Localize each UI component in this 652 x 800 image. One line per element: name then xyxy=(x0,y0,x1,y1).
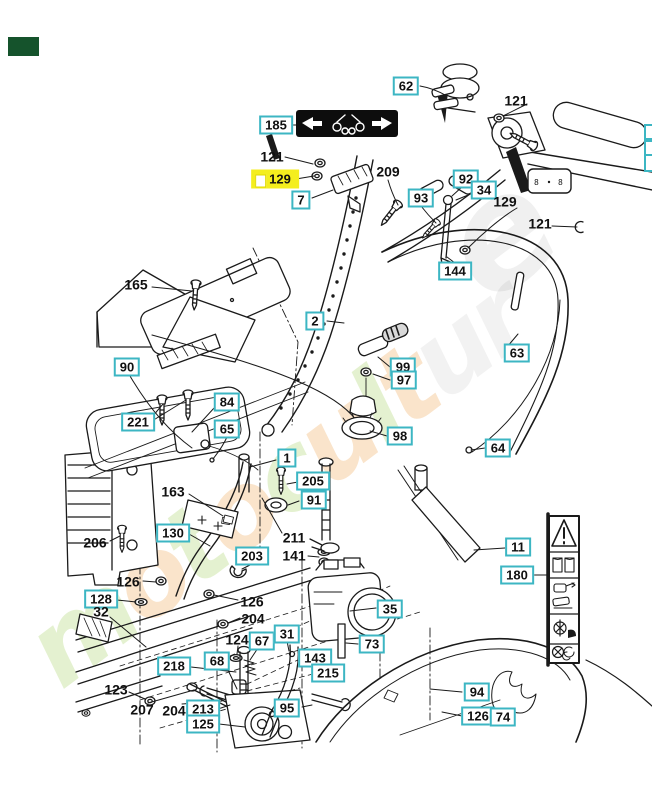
carburetor xyxy=(307,538,397,659)
clip-203 xyxy=(229,565,247,579)
chassis-rails xyxy=(75,567,313,713)
ignition-group xyxy=(116,389,259,553)
part-label-11: 11 xyxy=(505,537,531,557)
handlebar-and-cables xyxy=(381,169,569,455)
part-label-32: 32 xyxy=(93,603,109,620)
throttle-control xyxy=(431,63,480,113)
part-label-91: 91 xyxy=(300,490,328,510)
part-label-123: 123 xyxy=(104,681,128,698)
part-label-65: 65 xyxy=(213,419,241,439)
cable-clamp xyxy=(311,158,443,242)
part-label-97: 97 xyxy=(390,370,418,390)
part-label-204: 204 xyxy=(162,702,186,719)
part-label-128: 128 xyxy=(84,589,118,609)
frame-tray xyxy=(84,381,309,479)
part-label-203: 203 xyxy=(235,546,269,566)
part-label-206: 206 xyxy=(83,534,107,551)
machine-controls-icon xyxy=(552,582,576,609)
part-label-129: 129 xyxy=(493,193,517,210)
handlebar-stem xyxy=(261,155,374,437)
part-label-126: 126 xyxy=(240,593,264,610)
part-label-121: 121 xyxy=(504,92,528,109)
bolt-218 xyxy=(239,651,249,697)
part-label-144: 144 xyxy=(438,261,472,281)
part-label-211: 211 xyxy=(282,529,306,546)
rotating-tines-icon xyxy=(551,645,575,661)
part-label-35: 35 xyxy=(376,599,404,619)
part-label-185: 185 xyxy=(259,115,293,135)
part-label-93: 93 xyxy=(407,188,435,208)
pivot-hardware xyxy=(229,457,334,579)
part-label-180: 180 xyxy=(500,565,534,585)
belt-guard xyxy=(315,637,652,743)
part-label-34: 34 xyxy=(470,180,498,200)
bolt-95 xyxy=(311,693,351,712)
warning-triangle-icon xyxy=(551,519,577,547)
part-label-141: 141 xyxy=(282,547,306,564)
part-label-204: 204 xyxy=(241,610,265,627)
part-label-126: 126 xyxy=(116,573,140,590)
part-label-125: 125 xyxy=(186,714,220,734)
direction-decal xyxy=(266,110,398,160)
part-label-205: 205 xyxy=(296,471,330,491)
part-label-218: 218 xyxy=(157,656,191,676)
part-label-129: 129 xyxy=(251,169,299,189)
part-label-98: 98 xyxy=(386,426,414,446)
mount-column xyxy=(175,453,252,600)
part-label-94: 94 xyxy=(463,682,491,702)
corner-tag xyxy=(8,37,39,56)
part-label-165: 165 xyxy=(124,276,148,293)
part-label-64: 64 xyxy=(484,438,512,458)
part-label-74: 74 xyxy=(489,707,517,727)
read-manual-icon xyxy=(552,557,575,573)
part-label-67: 67 xyxy=(248,631,276,651)
part-label-130: 130 xyxy=(156,523,190,543)
part-label-121: 121 xyxy=(528,215,552,232)
part-label-215: 215 xyxy=(311,663,345,683)
depth-stake xyxy=(397,464,481,563)
part-label-84: 84 xyxy=(213,392,241,412)
part-label-7: 7 xyxy=(291,190,311,210)
throttle-cable xyxy=(151,334,357,421)
warning-decal-strip xyxy=(546,512,580,667)
part-label-68: 68 xyxy=(203,651,231,671)
rod-73 xyxy=(337,623,346,659)
rotating-tines-hand-icon xyxy=(553,619,576,638)
clipped-label-box xyxy=(644,154,652,172)
leader-lines xyxy=(109,85,578,728)
part-label-121: 121 xyxy=(260,148,284,165)
spec-decal: 8 8 xyxy=(527,168,572,194)
part-label-95: 95 xyxy=(273,698,301,718)
part-label-1: 1 xyxy=(277,448,297,468)
part-label-90: 90 xyxy=(113,357,141,377)
svg-text:8: 8 xyxy=(558,178,563,187)
engine-block xyxy=(64,447,159,586)
part-label-73: 73 xyxy=(358,634,386,654)
part-label-207: 207 xyxy=(130,701,154,718)
part-label-63: 63 xyxy=(503,343,531,363)
part-label-221: 221 xyxy=(121,412,155,432)
clipped-label-box xyxy=(644,124,652,140)
part-label-124: 124 xyxy=(225,631,249,648)
part-label-163: 163 xyxy=(161,483,185,500)
svg-text:8: 8 xyxy=(534,178,539,187)
part-label-209: 209 xyxy=(376,163,400,180)
part-label-2: 2 xyxy=(305,311,325,331)
part-label-62: 62 xyxy=(392,76,420,96)
part-label-31: 31 xyxy=(273,624,301,644)
mount-knob-group xyxy=(341,322,409,440)
console-cover xyxy=(96,256,291,370)
spring-67 xyxy=(243,659,257,676)
part-label-126: 126 xyxy=(461,706,495,726)
